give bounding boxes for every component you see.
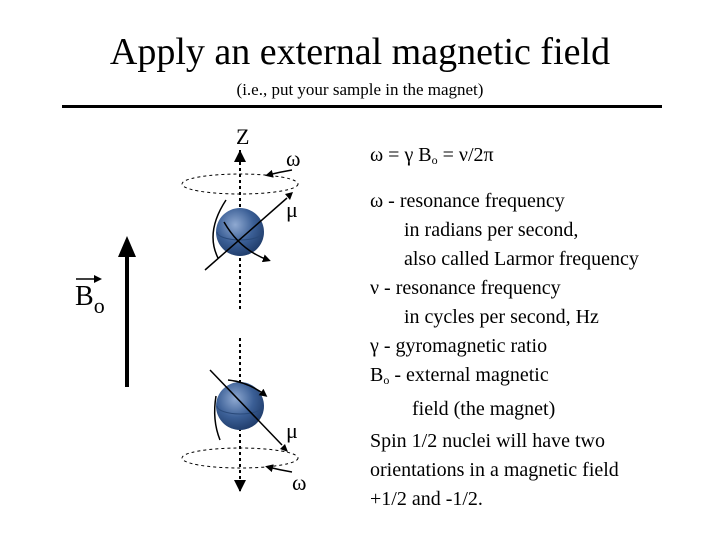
field-arrow — [118, 236, 136, 387]
z-axis-label: Z — [236, 124, 249, 150]
definition-line: field (the magnet) — [370, 395, 639, 424]
equation-lhs: ω = γ B — [370, 144, 432, 166]
equation-rhs: = ν/2π — [438, 144, 494, 166]
spin-note-line: Spin 1/2 nuclei will have two — [370, 427, 619, 456]
field-label-main: B — [75, 281, 94, 312]
definition-line: also called Larmor frequency — [370, 245, 639, 274]
omega-label-top: ω — [286, 146, 300, 172]
spin-note: Spin 1/2 nuclei will have two orientatio… — [370, 427, 619, 514]
spin-note-line: +1/2 and -1/2. — [370, 485, 619, 514]
field-label: Bo — [75, 281, 105, 319]
spin-note-line: orientations in a magnetic field — [370, 456, 619, 485]
field-label-sub: o — [94, 293, 105, 318]
definition-line: ω - resonance frequency — [370, 187, 639, 216]
definition-line: γ - gyromagnetic ratio — [370, 332, 639, 361]
omega-label-bottom: ω — [292, 470, 306, 496]
definition-line: in radians per second, — [370, 216, 639, 245]
definition-line: ν - resonance frequency — [370, 274, 639, 303]
bo-def-main: B — [370, 364, 383, 386]
bo-def-rest: - external magnetic — [389, 364, 548, 386]
mu-label-top: μ — [286, 197, 298, 223]
spin-up-precession — [182, 150, 298, 312]
definitions-block: ω - resonance frequency in radians per s… — [370, 187, 639, 424]
mu-label-bottom: μ — [286, 418, 298, 444]
definition-line: in cycles per second, Hz — [370, 303, 639, 332]
definition-line-bo: Bo - external magnetic — [370, 361, 639, 395]
larmor-equation: ω = γ Bo = ν/2π — [370, 141, 494, 175]
spin-down-precession — [182, 338, 298, 492]
